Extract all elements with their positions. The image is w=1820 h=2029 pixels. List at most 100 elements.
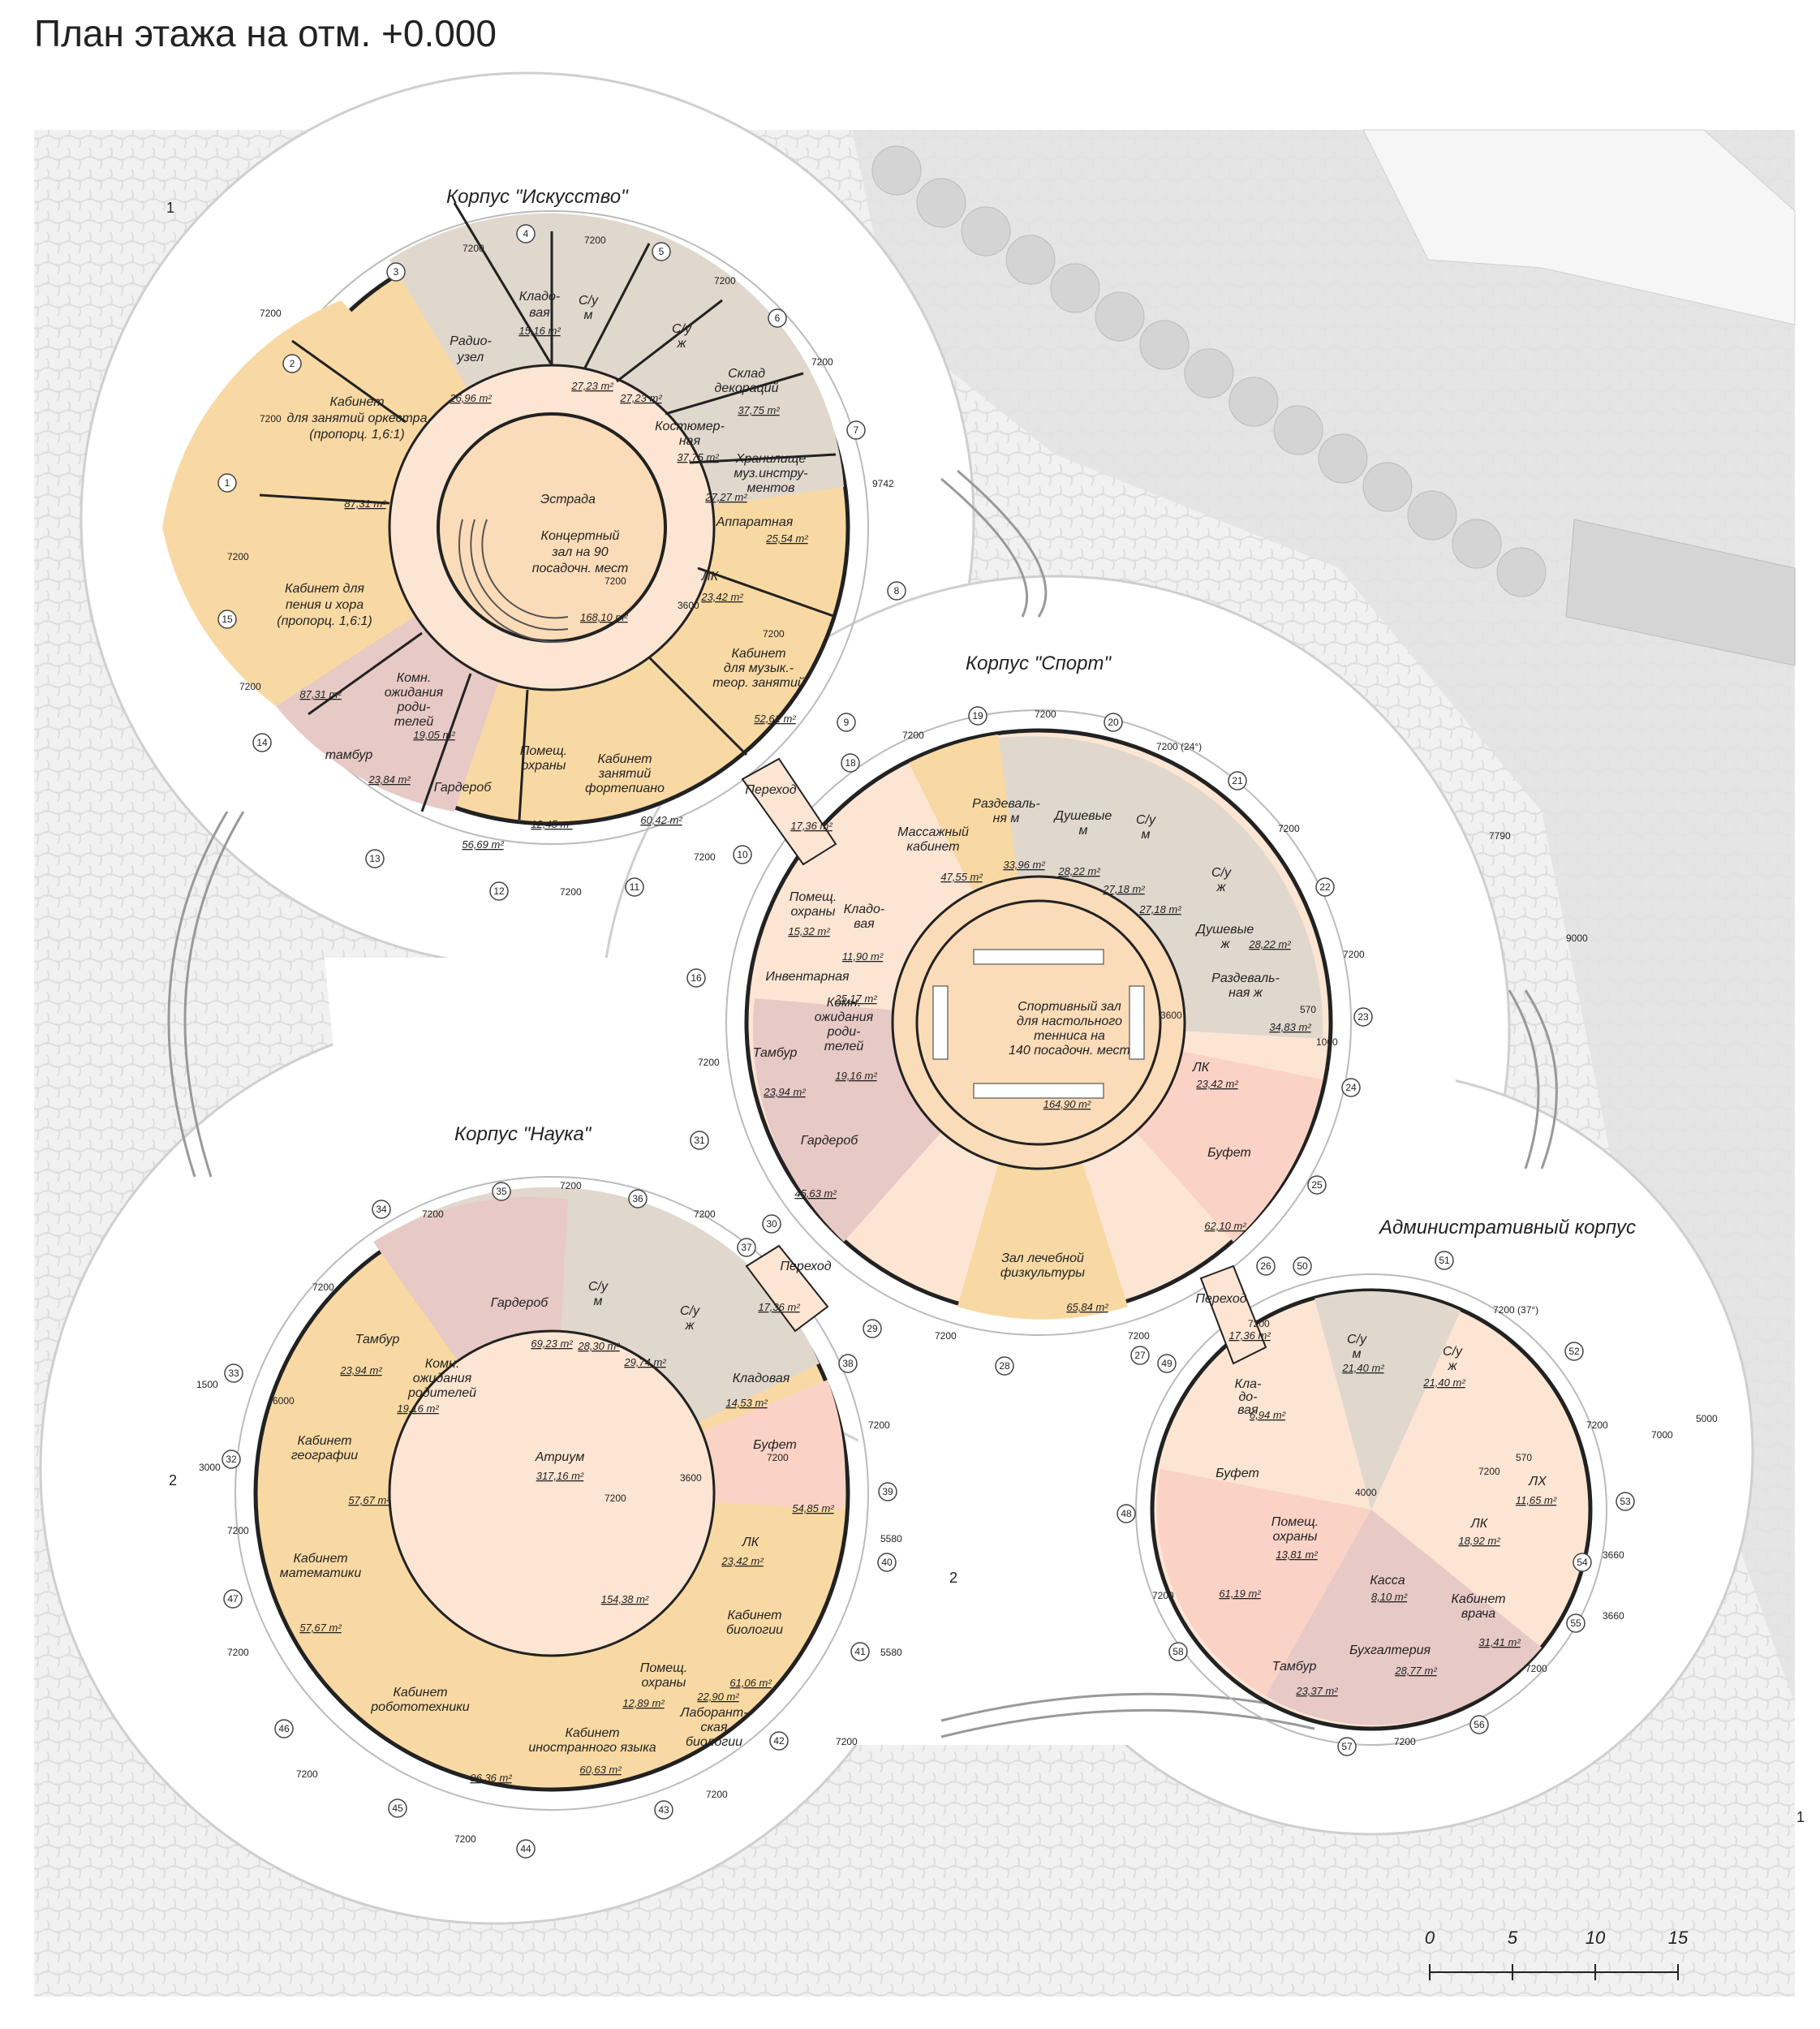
room-area: 37,75 m² bbox=[738, 404, 780, 416]
room-label: охраны bbox=[1273, 1530, 1318, 1544]
dimension: 7200 bbox=[560, 1180, 582, 1191]
room-label: вая bbox=[529, 306, 550, 320]
room-area: 15,32 m² bbox=[788, 925, 830, 937]
dimension: 7200 bbox=[239, 681, 261, 692]
axis-label: 40 bbox=[881, 1557, 893, 1568]
dimension: 3600 bbox=[1160, 1010, 1182, 1021]
room-label: Кабинет bbox=[727, 1609, 781, 1622]
dimension: 3000 bbox=[199, 1462, 221, 1473]
axis-bubble bbox=[516, 1839, 536, 1859]
room-label: муз.инстру- bbox=[734, 467, 807, 480]
room-area: 37,75 m² bbox=[677, 451, 719, 463]
room-area: 31,41 m² bbox=[1478, 1636, 1521, 1648]
room-area: 26,96 m² bbox=[449, 392, 492, 404]
passage-label: Переход bbox=[780, 1260, 831, 1273]
page-title: План этажа на отм. +0.000 bbox=[34, 12, 497, 54]
building-name-art: Корпус "Искусство" bbox=[446, 186, 629, 208]
room-area: 15,16 m² bbox=[518, 325, 561, 337]
axis-label: 54 bbox=[1577, 1557, 1588, 1568]
room-label: Кабинет bbox=[293, 1552, 347, 1566]
axis-bubble bbox=[372, 1200, 391, 1219]
axis-label: 32 bbox=[226, 1454, 237, 1465]
neighbouring-building bbox=[1362, 129, 1796, 325]
axis-label: 18 bbox=[845, 757, 856, 769]
axis-label: 55 bbox=[1570, 1618, 1581, 1629]
axis-bubble bbox=[1566, 1613, 1586, 1633]
room-label: роди- bbox=[827, 1025, 861, 1039]
axis-bubble bbox=[274, 1719, 294, 1738]
dimension: 7200 (37°) bbox=[1493, 1304, 1538, 1316]
dimension: 7200 bbox=[296, 1768, 318, 1780]
dimension: 5000 bbox=[1696, 1413, 1718, 1424]
room-label: ЛК bbox=[742, 1536, 760, 1549]
axis-bubble bbox=[762, 1214, 781, 1234]
axis-bubble bbox=[386, 262, 406, 282]
axis-bubble bbox=[625, 877, 644, 897]
room-area: 57,67 m² bbox=[299, 1622, 342, 1634]
axis-bubble bbox=[365, 849, 385, 868]
room-label: телей bbox=[394, 715, 434, 729]
axis-label: 14 bbox=[256, 737, 268, 748]
dimension: 7200 bbox=[836, 1736, 858, 1747]
passage-label: Переход bbox=[745, 783, 796, 797]
room-area: 27,18 m² bbox=[1138, 903, 1181, 915]
dimension: 7200 bbox=[260, 308, 282, 319]
room-label: пения и хора bbox=[286, 598, 364, 612]
room-label: Помещ. bbox=[1271, 1515, 1319, 1529]
room-label: Кабинет bbox=[393, 1686, 447, 1699]
dimension: 7200 bbox=[227, 1525, 249, 1536]
dimension: 7200 bbox=[422, 1208, 444, 1220]
axis-label: 26 bbox=[1260, 1260, 1271, 1272]
tree-row bbox=[871, 145, 1547, 597]
axis-label: 33 bbox=[228, 1368, 239, 1379]
axis-bubble bbox=[1293, 1256, 1312, 1276]
axis-bubble bbox=[733, 845, 752, 864]
room-area: 12,45 m² bbox=[531, 818, 573, 830]
room-area: 25,17 m² bbox=[834, 993, 877, 1005]
dimension: 7790 bbox=[1489, 830, 1511, 842]
axis-bubble bbox=[654, 1800, 673, 1820]
room-label: Помещ. bbox=[640, 1661, 687, 1675]
building-name-sport: Корпус "Спорт" bbox=[966, 653, 1112, 674]
room-label: охраны bbox=[791, 905, 836, 919]
axis-label: 27 bbox=[1134, 1350, 1146, 1361]
room-area: 54,85 m² bbox=[792, 1502, 834, 1514]
room-label: вая bbox=[1237, 1403, 1259, 1417]
room-label: до- bbox=[1238, 1390, 1257, 1404]
building-art bbox=[162, 202, 869, 845]
room-label: Кабинет bbox=[1451, 1592, 1505, 1606]
room-label: ж bbox=[1215, 881, 1226, 894]
room-area: 27,27 m² bbox=[704, 491, 747, 503]
room-area: 57,67 m² bbox=[348, 1494, 390, 1506]
room-label: С/у bbox=[1136, 813, 1156, 827]
passage-area: 17,36 m² bbox=[758, 1301, 800, 1313]
room-label: Хранилище bbox=[735, 452, 807, 466]
core-label: посадочн. мест bbox=[532, 562, 629, 575]
axis-label: 3 bbox=[394, 266, 399, 278]
room-label: Тамбур bbox=[753, 1046, 798, 1060]
axis-bubble bbox=[887, 581, 906, 601]
dimension: 7200 bbox=[560, 886, 582, 898]
axis-bubble bbox=[1616, 1492, 1635, 1511]
dimension: 9742 bbox=[872, 478, 894, 489]
room-label: фортепиано bbox=[585, 782, 665, 795]
room-area: 52,61 m² bbox=[754, 713, 796, 725]
dimension: 9000 bbox=[1566, 933, 1588, 944]
axis-label: 30 bbox=[766, 1218, 777, 1230]
room-label: занятий bbox=[598, 767, 652, 781]
room-area: 28,22 m² bbox=[1057, 865, 1100, 877]
room-area: 87,31 m² bbox=[299, 688, 342, 700]
dimension: 7200 bbox=[463, 243, 484, 254]
building-name-science: Корпус "Наука" bbox=[454, 1123, 592, 1145]
axis-label: 28 bbox=[999, 1360, 1010, 1372]
axis-bubble bbox=[1337, 1737, 1357, 1756]
room-label: узел bbox=[457, 351, 484, 364]
room-area: 14,53 m² bbox=[725, 1397, 768, 1409]
dimension: 7200 bbox=[584, 235, 606, 246]
dimension: 7200 bbox=[694, 851, 716, 863]
room-area: 27,23 m² bbox=[619, 392, 662, 404]
room-area: 96,36 m² bbox=[470, 1772, 512, 1784]
scale-tick: 10 bbox=[1586, 1928, 1606, 1948]
axis-label: 7 bbox=[854, 424, 859, 436]
core-label: Концертный bbox=[541, 529, 620, 543]
